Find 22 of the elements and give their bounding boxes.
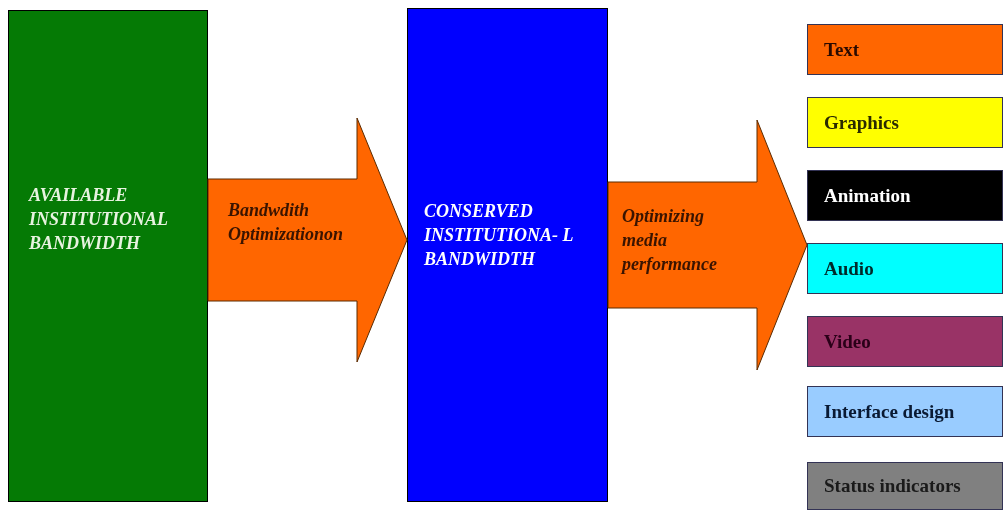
item-label: Status indicators <box>824 474 961 498</box>
item-label: Video <box>824 329 871 354</box>
block-arrow <box>207 117 408 363</box>
category-box <box>807 24 1003 75</box>
node-label: CONSERVED INSTITUTIONA- L BANDWIDTH <box>424 200 574 271</box>
category-box <box>807 316 1003 367</box>
node-label: AVAILABLE INSTITUTIONAL BANDWIDTH <box>29 184 169 255</box>
category-box <box>807 462 1003 510</box>
item-label: Audio <box>824 256 874 281</box>
category-box <box>807 386 1003 437</box>
item-label: Interface design <box>824 399 955 424</box>
item-label: Graphics <box>824 110 899 135</box>
category-box <box>807 170 1003 221</box>
item-label: Animation <box>824 183 911 208</box>
block-arrow <box>607 119 808 371</box>
edge-label: Optimizing media performance <box>622 205 718 276</box>
item-label: Text <box>824 37 860 62</box>
category-box <box>807 97 1003 148</box>
process-box <box>8 10 208 502</box>
process-box <box>407 8 608 502</box>
category-box <box>807 243 1003 294</box>
edge-label: Bandwdith Optimizationon <box>228 199 345 246</box>
